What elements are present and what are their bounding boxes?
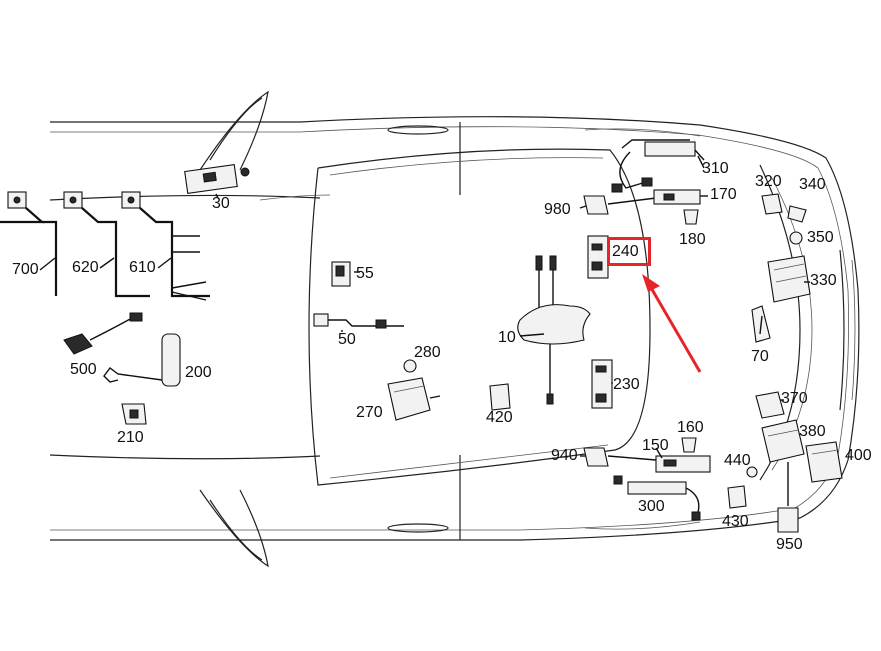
part-150-300-airbag-units xyxy=(583,437,711,521)
label-430: 430 xyxy=(722,513,749,530)
label-610: 610 xyxy=(129,259,156,276)
label-420: 420 xyxy=(486,409,513,426)
label-300: 300 xyxy=(638,498,665,515)
label-30: 30 xyxy=(212,195,230,212)
label-280: 280 xyxy=(414,344,441,361)
label-50: 50 xyxy=(338,331,356,348)
label-340: 340 xyxy=(799,176,826,193)
part-420-clip xyxy=(489,383,511,411)
label-180: 180 xyxy=(679,231,706,248)
label-380: 380 xyxy=(799,423,826,440)
label-230: 230 xyxy=(613,376,640,393)
part-10-seat-sensor xyxy=(517,255,591,405)
label-940: 940 xyxy=(551,447,578,464)
label-310: 310 xyxy=(702,160,729,177)
highlight-arrow xyxy=(642,274,702,373)
label-210: 210 xyxy=(117,429,144,446)
label-55: 55 xyxy=(356,265,374,282)
part-270-control-unit xyxy=(387,359,441,421)
label-160: 160 xyxy=(677,419,704,436)
label-150: 150 xyxy=(642,437,669,454)
part-310-170-airbag-units xyxy=(583,139,705,225)
label-370: 370 xyxy=(781,390,808,407)
part-240-buckle-sensor xyxy=(587,235,609,279)
label-440: 440 xyxy=(724,452,751,469)
label-170: 170 xyxy=(710,186,737,203)
label-500: 500 xyxy=(70,361,97,378)
highlight-box-240 xyxy=(607,237,651,266)
label-620: 620 xyxy=(72,259,99,276)
label-270: 270 xyxy=(356,404,383,421)
part-200-sensor-mat xyxy=(103,333,181,387)
label-70: 70 xyxy=(751,348,769,365)
label-200: 200 xyxy=(185,364,212,381)
wiring-harnesses xyxy=(0,191,210,301)
label-700: 700 xyxy=(12,261,39,278)
part-230-buckle-sensor xyxy=(591,359,613,409)
label-350: 350 xyxy=(807,229,834,246)
label-240: 240 xyxy=(612,243,639,260)
label-320: 320 xyxy=(755,173,782,190)
part-500-antenna xyxy=(63,312,143,355)
part-50-cable xyxy=(313,313,404,329)
label-400: 400 xyxy=(845,447,872,464)
part-210-bracket xyxy=(121,403,147,425)
part-55-connector xyxy=(331,261,351,287)
part-380-400-modules xyxy=(727,391,843,533)
label-330: 330 xyxy=(810,272,837,289)
leader-lines xyxy=(215,155,810,459)
part-30-module xyxy=(184,164,250,194)
label-980: 980 xyxy=(544,201,571,218)
label-950: 950 xyxy=(776,536,803,553)
part-330-module-group xyxy=(751,193,811,343)
label-10: 10 xyxy=(498,329,516,346)
car-body-outline xyxy=(49,90,860,568)
